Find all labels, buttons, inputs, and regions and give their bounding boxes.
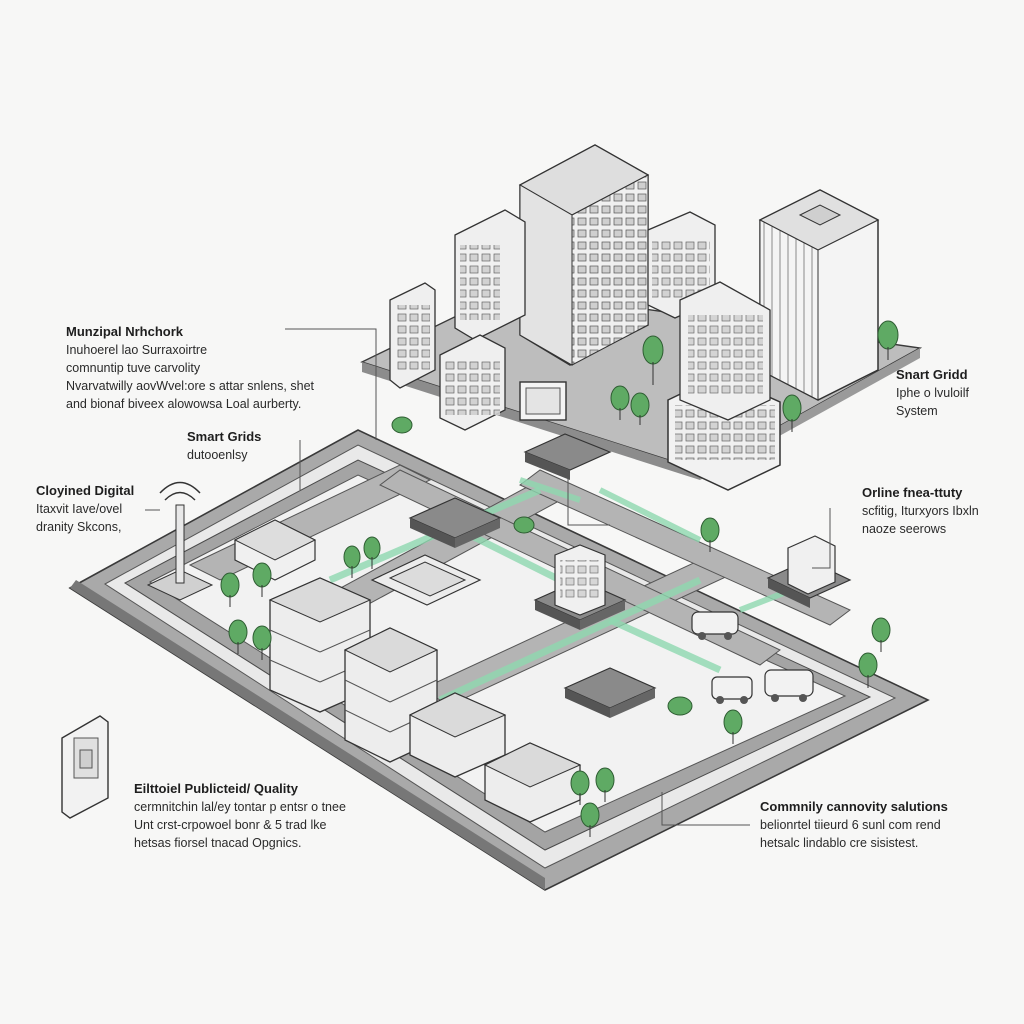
callout-municipal: Munzipal Nrhchork Inuhoerel lao Surraxoi…	[66, 323, 314, 413]
tree-icon	[667, 696, 693, 716]
tree-icon	[252, 562, 272, 597]
callout-digital: Cloyined Digital Itaxvit Iave/ovel drani…	[36, 482, 134, 536]
tree-icon	[363, 536, 381, 569]
office-building	[389, 282, 436, 389]
tree-icon	[220, 572, 240, 607]
callout-line: Itaxvit Iave/ovel	[36, 502, 123, 516]
callout-title: Cloyined Digital	[36, 483, 135, 498]
building	[233, 519, 317, 581]
tree-icon	[630, 392, 650, 425]
tree-icon	[391, 416, 413, 434]
cell-tower	[146, 481, 214, 601]
office-building	[454, 209, 526, 341]
office-tower	[518, 144, 650, 366]
car-icon	[711, 676, 753, 704]
car-icon	[691, 611, 739, 640]
callout-line: Unt crst-crpowoel bonr & 5 trad lke	[134, 818, 327, 832]
callout-smart-grid-system: Snart Gridd Iphe o lvuloilf System	[896, 366, 969, 420]
tree-icon	[877, 320, 899, 360]
building	[370, 554, 482, 606]
tree-icon	[610, 385, 630, 420]
callout-public-quality: Eilttoiel Publicteid/ Quality cermnitchi…	[134, 780, 346, 852]
leader-lines	[145, 328, 831, 826]
tree-icon	[343, 545, 361, 578]
car-icon	[764, 669, 814, 702]
building	[787, 535, 836, 595]
skyscraper	[758, 189, 880, 401]
tree-icon	[642, 335, 664, 385]
callout-line: and bionaf biveex alowowsa Loal aurberty…	[66, 397, 302, 411]
trees	[220, 320, 899, 837]
callout-line: dranity Skcons,	[36, 520, 122, 534]
callout-line: naoze seerows	[862, 522, 947, 536]
callout-smart-grids: Smart Grids dutooenlsy	[187, 428, 261, 464]
callout-line: Nvarvatwilly aovWvel:ore s attar snlens,…	[66, 379, 315, 393]
network-hub	[563, 667, 657, 718]
callout-line: cermnitchin lal/ey tontar p entsr o tnee	[134, 800, 346, 814]
network-hub	[523, 433, 612, 480]
tablet-icon	[61, 715, 109, 819]
callout-line: belionrtel tiieurd 6 sunl com rend	[760, 818, 941, 832]
tree-icon	[723, 709, 743, 744]
callout-line: System	[896, 404, 938, 418]
callout-line: dutooenlsy	[187, 448, 248, 462]
tree-icon	[782, 394, 802, 432]
road-network	[188, 464, 851, 706]
tree-icon	[252, 625, 272, 660]
civic-building	[667, 281, 781, 491]
office-building	[439, 334, 506, 431]
callout-line: hetsas fiorsel tnacad Opgnics.	[134, 836, 302, 850]
callout-line: scfitig, Iturxyors Ibxln	[862, 504, 979, 518]
callout-title: Orline fnea-ttuty	[862, 485, 963, 500]
callout-line: Inuhoerel lao Surraxoirtre	[66, 343, 208, 357]
tree-icon	[513, 516, 535, 534]
tree-icon	[228, 619, 248, 654]
callout-line: Iphe o lvuloilf	[896, 386, 969, 400]
callout-title: Munzipal Nrhchork	[66, 324, 184, 339]
callout-line: hetsalc lindablo cre sisistest.	[760, 836, 919, 850]
tree-icon	[858, 652, 878, 688]
callout-title: Commnily cannovity salutions	[760, 799, 948, 814]
network-hub	[408, 497, 502, 548]
digital-billboard	[519, 381, 567, 421]
callout-title: Eilttoiel Publicteid/ Quality	[134, 781, 298, 796]
callout-line: comnuntip tuve carvolity	[66, 361, 201, 375]
building	[554, 544, 606, 616]
callout-online: Orline fnea-ttuty scfitig, Iturxyors Ibx…	[862, 484, 979, 538]
tree-icon	[700, 517, 720, 552]
callout-title: Snart Gridd	[896, 367, 968, 382]
callout-community: Commnily cannovity salutions belionrtel …	[760, 798, 948, 852]
callout-title: Smart Grids	[187, 429, 262, 444]
tree-icon	[595, 767, 615, 802]
building	[483, 742, 582, 823]
tree-icon	[580, 802, 600, 837]
tree-icon	[570, 770, 590, 805]
tree-icon	[871, 617, 891, 652]
